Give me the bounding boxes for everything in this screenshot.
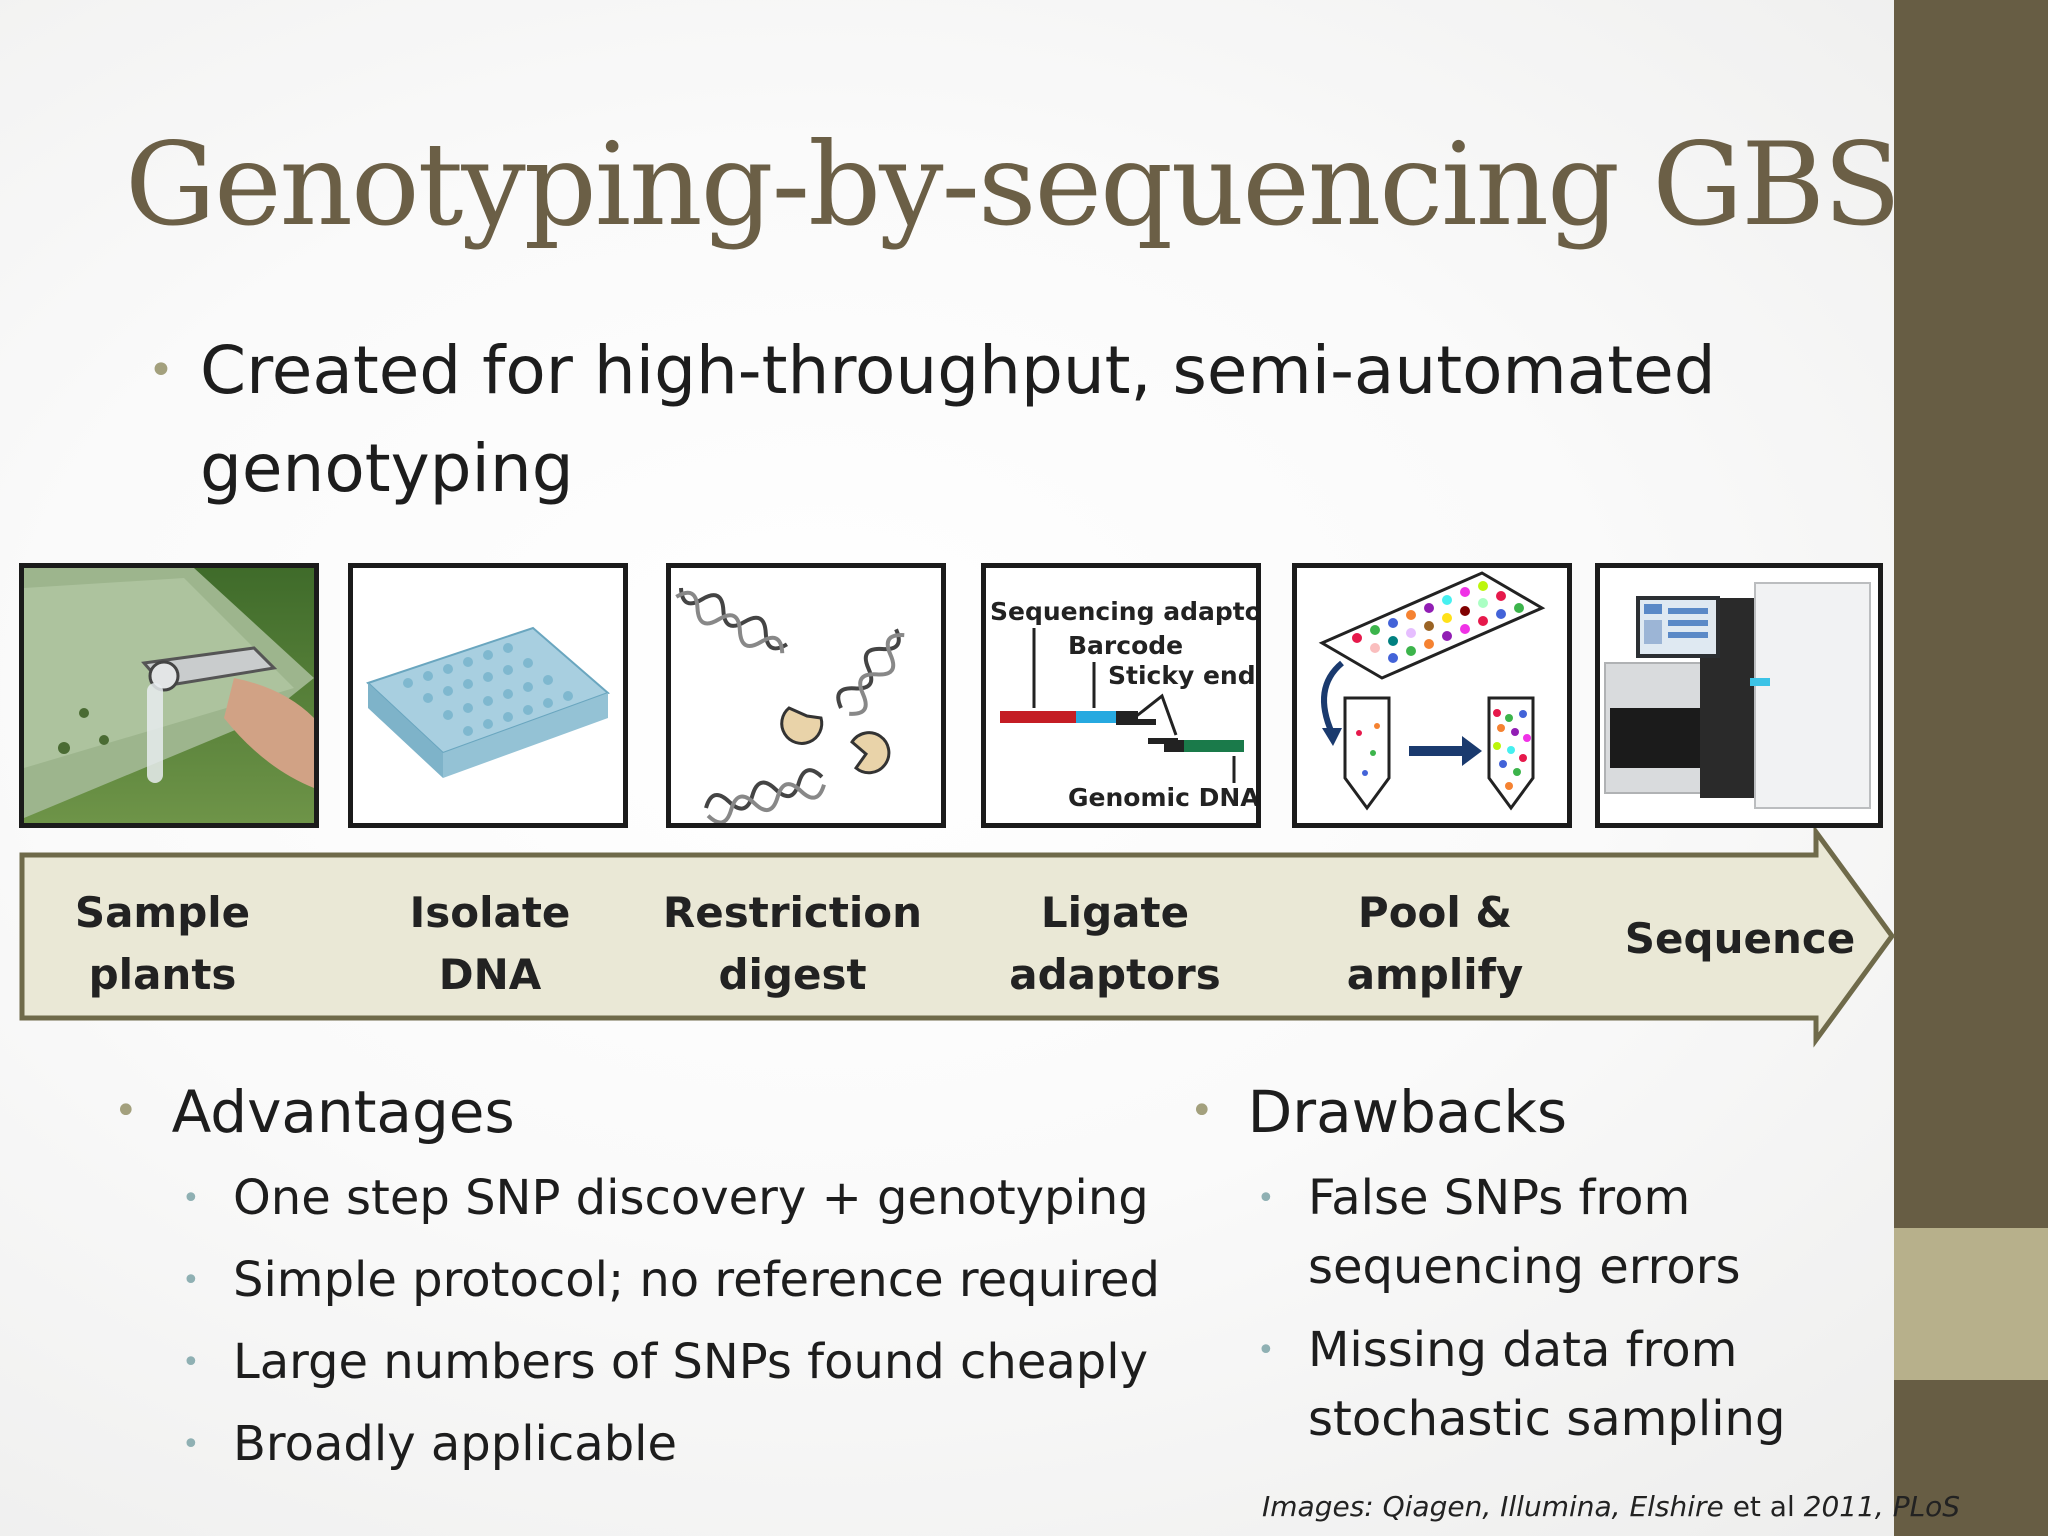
label-sequencing-adaptor: Sequencing adaptor xyxy=(990,597,1256,626)
drawback-item: • False SNPs from sequencing errors xyxy=(1257,1164,1740,1302)
side-decoration-accent xyxy=(1894,1228,2048,1380)
main-bullet: • Created for high-throughput, semi-auto… xyxy=(148,322,1768,518)
label-barcode: Barcode xyxy=(1068,631,1183,660)
slide-title: Genotyping-by-sequencing GBS xyxy=(125,118,1901,251)
advantages-heading-text: Advantages xyxy=(171,1078,515,1146)
sample-plants-image xyxy=(19,563,319,828)
drawbacks-heading: • Drawbacks xyxy=(1190,1076,1567,1147)
sub-bullet-dot-icon: • xyxy=(182,1263,200,1298)
step-label-isolate-dna: Isolate DNA xyxy=(409,888,571,999)
label-sticky-ends: Sticky ends xyxy=(1108,661,1256,690)
process-arrow xyxy=(19,828,1896,1048)
drawbacks-heading-text: Drawbacks xyxy=(1247,1078,1568,1146)
sub-bullet-dot-icon: • xyxy=(1257,1181,1275,1216)
sequencer-image xyxy=(1595,563,1883,828)
pool-amplify-image xyxy=(1292,563,1572,828)
advantages-heading: • Advantages xyxy=(114,1076,515,1147)
bullet-dot-icon: • xyxy=(1190,1088,1214,1134)
image-credits: Images: Qiagen, Illumina, Elshire et al … xyxy=(1262,1490,1961,1523)
sub-bullet-dot-icon: • xyxy=(182,1345,200,1380)
label-genomic-dna: Genomic DNA xyxy=(1068,783,1256,812)
step-label-ligate-adaptors: Ligate adaptors xyxy=(1009,888,1221,999)
step-label-sequence: Sequence xyxy=(1624,914,1856,963)
sub-bullet-dot-icon: • xyxy=(182,1427,200,1462)
isolate-dna-image xyxy=(348,563,628,828)
drawback-item: • Missing data from stochastic sampling xyxy=(1257,1316,1785,1454)
advantage-item: • Broadly applicable xyxy=(182,1410,677,1479)
advantage-item: • Simple protocol; no reference required xyxy=(182,1246,1160,1315)
advantage-item: • Large numbers of SNPs found cheaply xyxy=(182,1328,1148,1397)
step-label-sample-plants: Sample plants xyxy=(74,888,251,999)
step-label-restriction-digest: Restriction digest xyxy=(662,888,923,999)
main-bullet-text: Created for high-throughput, semi-automa… xyxy=(200,332,1716,507)
bullet-dot-icon: • xyxy=(148,345,174,396)
sub-bullet-dot-icon: • xyxy=(182,1181,200,1216)
step-label-pool-amplify: Pool & amplify xyxy=(1346,888,1524,999)
ligate-adaptors-image: Sequencing adaptor Barcode Sticky ends G… xyxy=(981,563,1261,828)
sub-bullet-dot-icon: • xyxy=(1257,1333,1275,1368)
restriction-digest-image xyxy=(666,563,946,828)
bullet-dot-icon: • xyxy=(114,1088,138,1134)
advantage-item: • One step SNP discovery + genotyping xyxy=(182,1164,1149,1233)
